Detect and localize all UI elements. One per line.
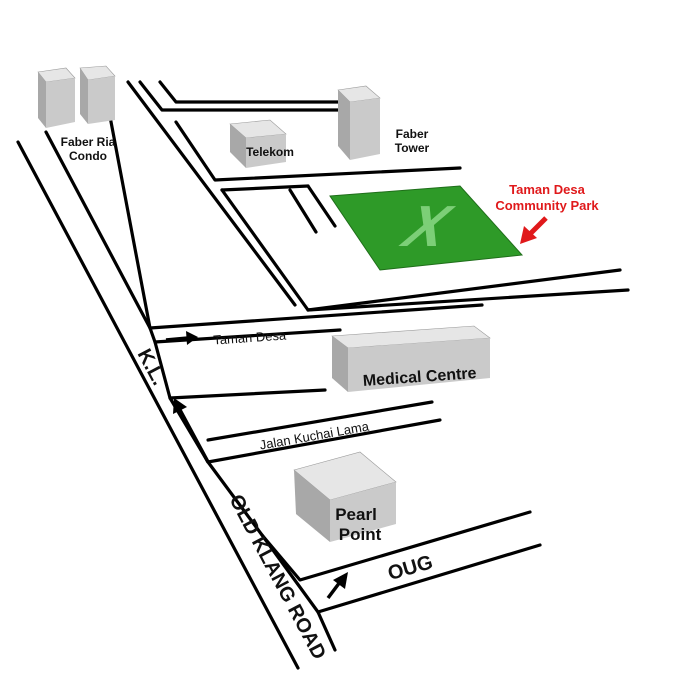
faber-tower-side: [350, 98, 380, 160]
faber-ria-tower-1-side: [46, 78, 75, 128]
pearl-point-side: [330, 482, 396, 542]
taman-desa-community-park: X: [329, 185, 524, 271]
old-klang-road-west-edge: [16, 140, 300, 670]
medical-centre-building: [331, 325, 491, 392]
upper-block-west-edge: [103, 88, 152, 330]
park-south-road: [306, 268, 622, 312]
telekom-building: [229, 119, 287, 168]
upper-street-1: [138, 80, 340, 112]
park-label-line1: Taman Desa: [509, 182, 585, 197]
telekom-side: [246, 134, 286, 168]
telekom-street: [174, 120, 462, 182]
upper-block-inner-diagonal: [126, 80, 297, 307]
medical-centre-front: [332, 336, 348, 392]
park-area: [329, 185, 524, 271]
faber-tower-label-line1: Faber: [396, 127, 429, 141]
telekom-front: [230, 124, 246, 168]
pearl-point-label-line2: Point: [339, 525, 382, 544]
park-label-line2: Community Park: [495, 198, 599, 213]
faber-ria-label-line2: Condo: [69, 149, 107, 163]
arrow-right-icon: [165, 331, 198, 345]
arrow-up-right-icon: [326, 572, 348, 600]
faber-ria-label-line1: Faber Ria: [61, 135, 116, 149]
arrow-up-icon: [173, 398, 210, 463]
faber-tower-front: [338, 90, 350, 160]
taman-desa-road-north: [148, 303, 484, 330]
pearl-point-label-line1: Pearl: [335, 505, 377, 524]
taman-desa-road-south: [153, 328, 342, 344]
park-callout: Taman Desa Community Park: [495, 182, 599, 244]
telekom-label: Telekom: [246, 145, 294, 159]
medical-street: [168, 388, 327, 400]
faber-ria-tower-1-front: [38, 72, 46, 128]
arrow-down-left-icon: [520, 216, 548, 244]
taman-desa-road-label: Taman Desa: [213, 327, 288, 347]
oug-road-north: [260, 510, 532, 582]
pearl-point-building: [293, 451, 397, 542]
faber-tower-building: [337, 85, 381, 160]
medical-centre-side: [348, 338, 490, 392]
upper-street-2: [158, 80, 340, 104]
oug-road-south: [316, 543, 542, 614]
pearl-point-front: [294, 470, 330, 542]
faber-ria-tower-2-side: [88, 76, 115, 124]
faber-tower-label-line2: Tower: [395, 141, 430, 155]
faber-ria-condo-building: [37, 65, 116, 128]
jalan-kuchai-lama-label: Jalan Kuchai Lama: [258, 418, 370, 452]
park-inner-road-2: [306, 184, 337, 228]
jalan-kuchai-lama-south: [206, 418, 442, 464]
faber-ria-tower-2-front: [80, 68, 88, 124]
park-inner-road: [288, 188, 318, 234]
jalan-kuchai-lama-north: [206, 400, 434, 442]
park-block-top: [220, 184, 310, 192]
road-network: [16, 80, 630, 670]
